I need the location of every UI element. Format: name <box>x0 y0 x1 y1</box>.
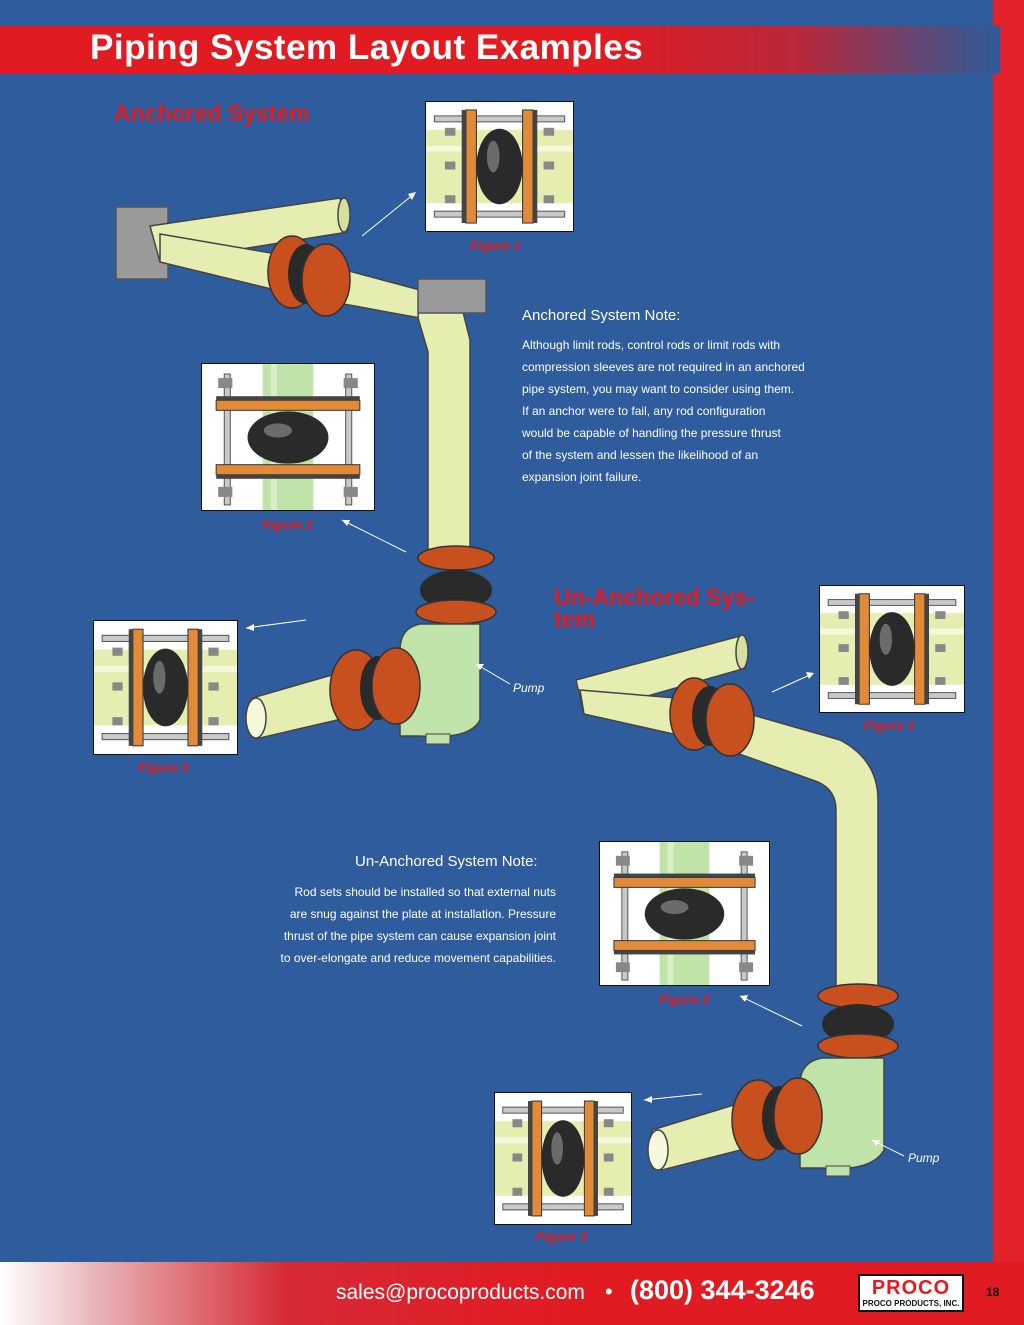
footer-email-link[interactable]: sales@procoproducts.com <box>336 1281 585 1304</box>
pipe-anchored-vertical <box>417 289 471 561</box>
unanchored-figure-1-label: Figure 1 <box>864 718 915 733</box>
unanchored-note-line: are snug against the plate at installati… <box>289 907 556 921</box>
anchored-note-line: Although limit rods, control rods or lim… <box>522 338 781 352</box>
footer-phone[interactable]: (800) 344-3246 <box>630 1275 815 1305</box>
unanchored-note-body: Rod sets should be installed so that ext… <box>280 881 557 969</box>
anchored-figure-3-label: Figure 3 <box>138 760 189 775</box>
footer-banner <box>0 1262 1024 1325</box>
expansion-joint-anchored-vertical <box>415 545 497 625</box>
anchored-note-line: compression sleeves are not required in … <box>522 360 805 374</box>
page-title: Piping System Layout Examples <box>90 28 644 67</box>
header-banner <box>0 26 1000 74</box>
anchored-note-line: If an anchor were to fail, any rod confi… <box>522 404 766 418</box>
anchored-figure-2 <box>201 363 375 511</box>
anchored-figure-3 <box>93 620 238 755</box>
anchored-note-line: of the system and lessen the likelihood … <box>522 448 759 462</box>
anchor-block-right <box>417 278 487 314</box>
pump-unanchored <box>799 1057 885 1177</box>
expansion-joint-anchored-top <box>267 235 351 317</box>
anchored-note-line: expansion joint failure. <box>522 470 642 484</box>
unanchored-figure-3 <box>494 1092 632 1225</box>
arrow-heads <box>246 192 880 1146</box>
expansion-joint-unanchored-top <box>669 677 755 757</box>
unanchored-figure-3-label: Figure 3 <box>536 1229 587 1244</box>
logo-company-name: PROCO PRODUCTS, INC. <box>862 1299 960 1308</box>
unanchored-title-line: tem <box>554 606 595 632</box>
page-number: 18 <box>986 1285 1000 1299</box>
proco-logo: PROCO PROCO PRODUCTS, INC. <box>858 1274 964 1312</box>
anchored-note-body: Although limit rods, control rods or lim… <box>522 334 805 488</box>
unanchored-title-line: Un-Anchored Sys- <box>554 584 755 610</box>
expansion-joint-unanchored-vertical <box>817 983 899 1059</box>
unanchored-note-line: Rod sets should be installed so that ext… <box>294 885 557 899</box>
anchored-section-title: Anchored System <box>114 100 310 126</box>
unanchored-section-title: Un-Anchored Sys- tem <box>554 584 755 632</box>
anchored-figure-1 <box>425 101 574 232</box>
anchored-note-heading: Anchored System Note: <box>522 307 681 324</box>
footer-separator: • <box>605 1279 613 1304</box>
pump-inlet-anchored <box>245 647 421 739</box>
unanchored-note-heading: Un-Anchored System Note: <box>355 853 538 870</box>
unanchored-figure-1 <box>819 585 965 713</box>
anchored-note-line: pipe system, you may want to consider us… <box>522 382 795 396</box>
unanchored-figure-2-label: Figure 2 <box>659 992 710 1007</box>
pump-anchored <box>399 623 481 745</box>
anchored-figure-2-label: Figure 2 <box>262 517 313 532</box>
piping-illustration <box>115 192 905 1177</box>
logo-wordmark: PROCO <box>871 1277 951 1299</box>
unanchored-note-line: to over-elongate and reduce movement cap… <box>280 951 557 965</box>
unanchored-note-line: thrust of the pipe system can cause expa… <box>283 929 556 943</box>
unanchored-figure-2 <box>599 841 770 986</box>
pump-inlet-unanchored <box>647 1077 823 1171</box>
anchored-note-line: would be capable of handling the pressur… <box>522 426 781 440</box>
side-bar <box>993 0 1024 1262</box>
anchored-pump-label: Pump <box>513 681 545 695</box>
anchored-figure-1-label: Figure 1 <box>470 238 521 253</box>
unanchored-pump-label: Pump <box>908 1151 940 1165</box>
